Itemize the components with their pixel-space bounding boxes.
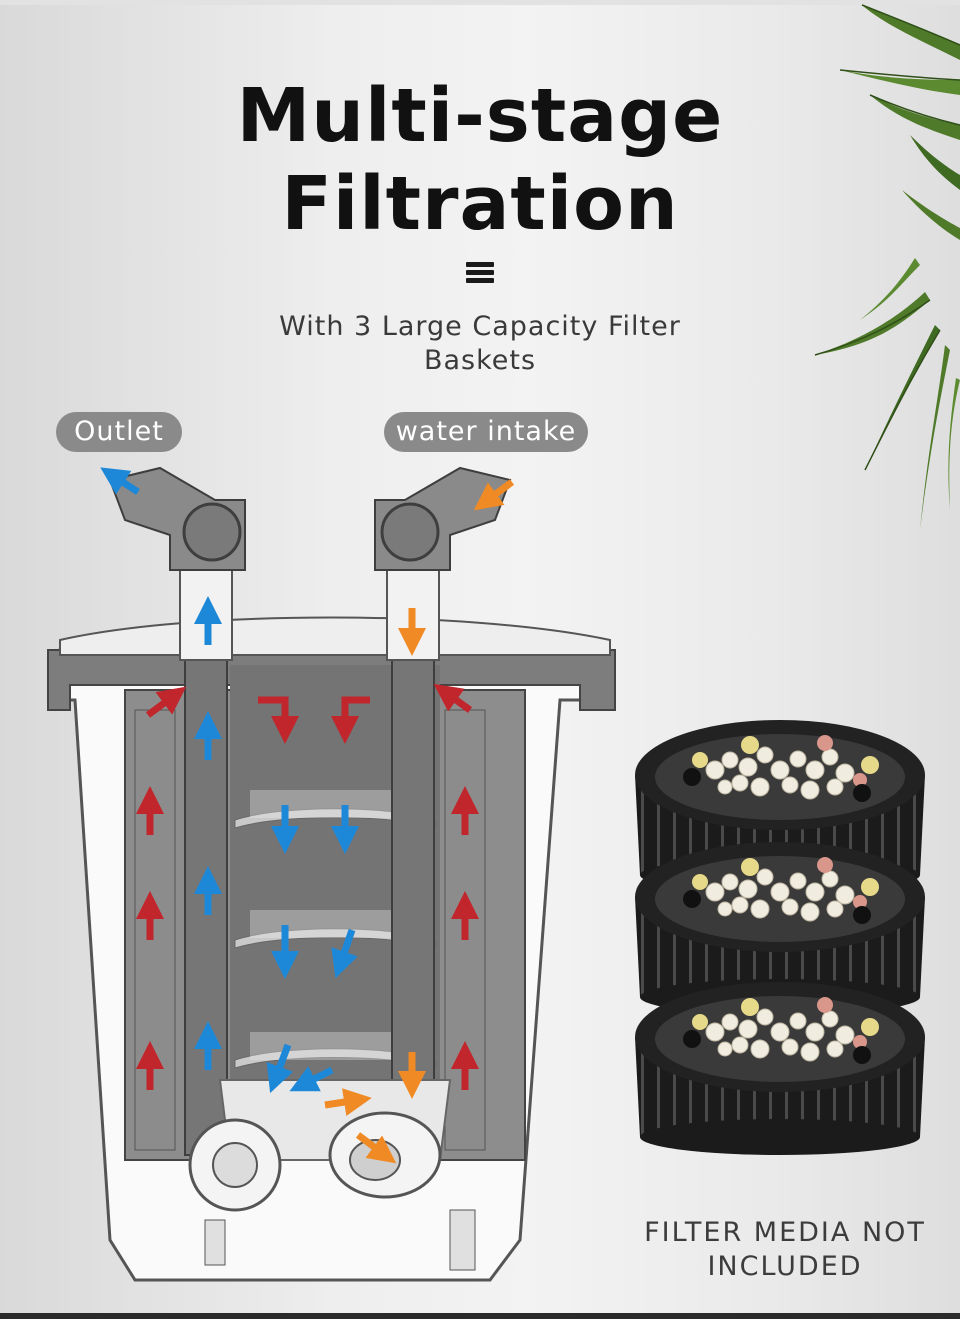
title-line-2: Filtration	[281, 161, 679, 247]
water-intake-label: water intake	[384, 412, 588, 452]
page-title: Multi-stage Filtration	[0, 72, 960, 248]
subtitle-line-2: Baskets	[423, 345, 537, 376]
filter-cutaway-illustration	[47, 466, 616, 1282]
filter-basket-illustration	[634, 719, 926, 1156]
note-line-1: FILTER MEDIA NOT	[644, 1217, 926, 1248]
bottom-border	[0, 1313, 960, 1319]
subtitle-line-1: With 3 Large Capacity Filter	[279, 311, 681, 342]
plant-leaves-illustration	[814, 4, 960, 530]
title-line-1: Multi-stage	[236, 73, 724, 159]
outlet-label: Outlet	[56, 412, 182, 452]
flow-arrow-icon	[324, 479, 515, 1164]
menu-icon	[466, 262, 494, 284]
top-border	[0, 0, 960, 5]
note-line-2: INCLUDED	[707, 1251, 863, 1282]
flow-arrow-icon	[100, 467, 359, 1094]
filter-media-note: FILTER MEDIA NOT INCLUDED	[638, 1216, 932, 1284]
flow-arrow-icon	[136, 683, 479, 1090]
page-subtitle: With 3 Large Capacity Filter Baskets	[220, 310, 740, 378]
